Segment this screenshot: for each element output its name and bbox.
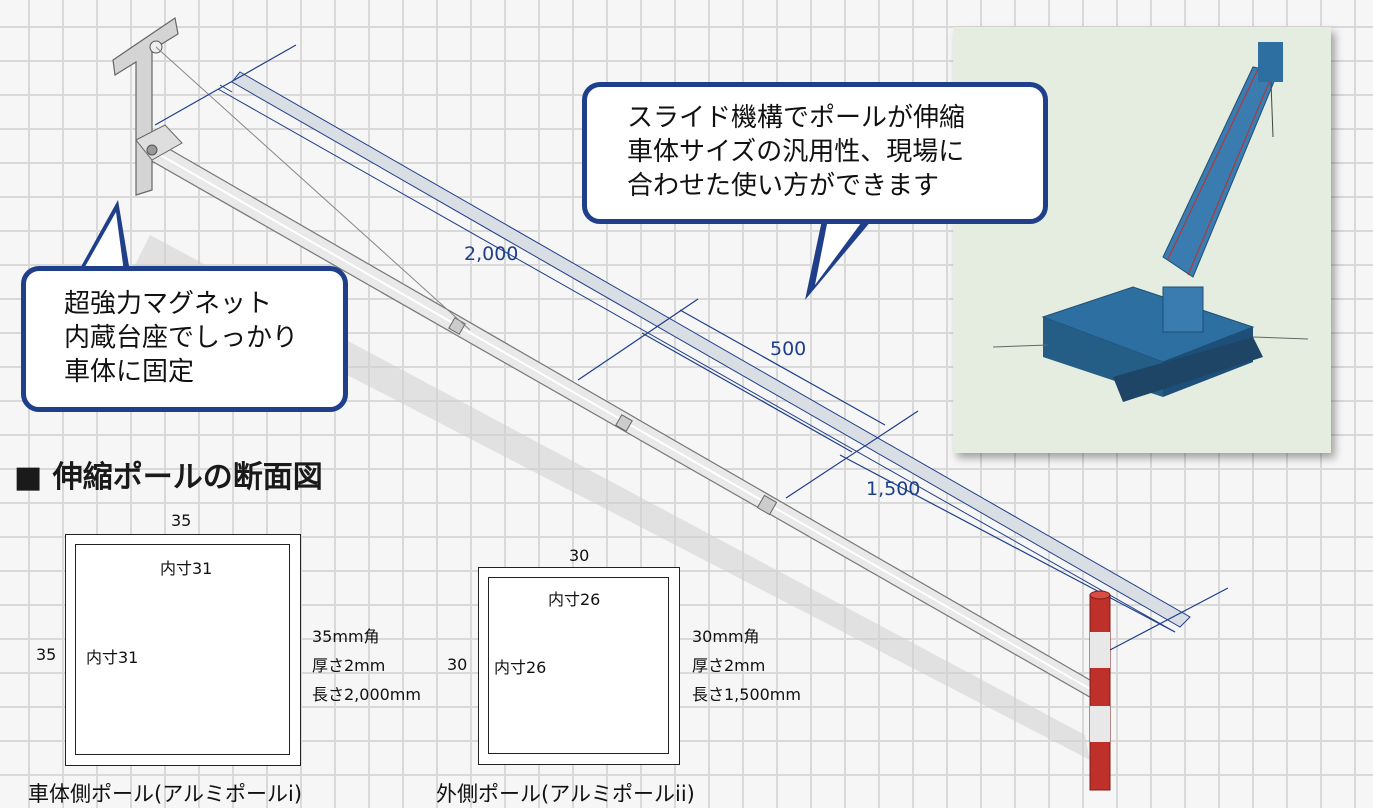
spec-list: 30mm角 厚さ2mm 長さ1,500mm <box>692 627 801 704</box>
section-title: ■ 伸縮ポールの断面図 <box>14 460 323 495</box>
caption: 車体側ポール(アルミポールi) <box>28 782 303 806</box>
height-label: 35 <box>36 645 57 664</box>
slide-callout: スライド機構でポールが伸縮 車体サイズの汎用性、現場に 合わせた使い方ができます <box>582 82 1048 224</box>
crane-icon <box>992 42 1309 402</box>
width-label: 30 <box>569 546 590 565</box>
magnet-bracket <box>112 16 179 196</box>
spec-list: 35mm角 厚さ2mm 長さ2,000mm <box>312 627 421 704</box>
caption: 外側ポール(アルミポールii) <box>436 782 695 806</box>
pole-joint <box>756 494 778 516</box>
callout-tail <box>805 220 872 300</box>
width-label: 35 <box>171 511 192 530</box>
inner-height-label: 内寸26 <box>494 658 547 677</box>
cross-section-large <box>65 534 301 766</box>
marker-stake <box>1089 590 1111 791</box>
magnet-callout: 超強力マグネット 内蔵台座でしっかり 車体に固定 <box>21 266 348 412</box>
height-label: 30 <box>447 655 468 674</box>
inner-width-label: 内寸26 <box>548 590 601 609</box>
callout-tail <box>815 219 864 285</box>
cross-section-small <box>478 567 680 765</box>
inner-height-label: 内寸31 <box>86 648 139 667</box>
pole-joint <box>615 414 633 432</box>
cross-section-inner <box>75 544 290 755</box>
dimension-total: 2,000 <box>464 243 519 265</box>
callout-tail <box>82 212 124 272</box>
inner-width-label: 内寸31 <box>160 559 213 578</box>
dimension-inner: 500 <box>770 338 807 360</box>
cross-section-inner <box>488 577 669 754</box>
pole-shadow <box>135 235 1090 760</box>
dimension-outer: 1,500 <box>866 478 921 500</box>
